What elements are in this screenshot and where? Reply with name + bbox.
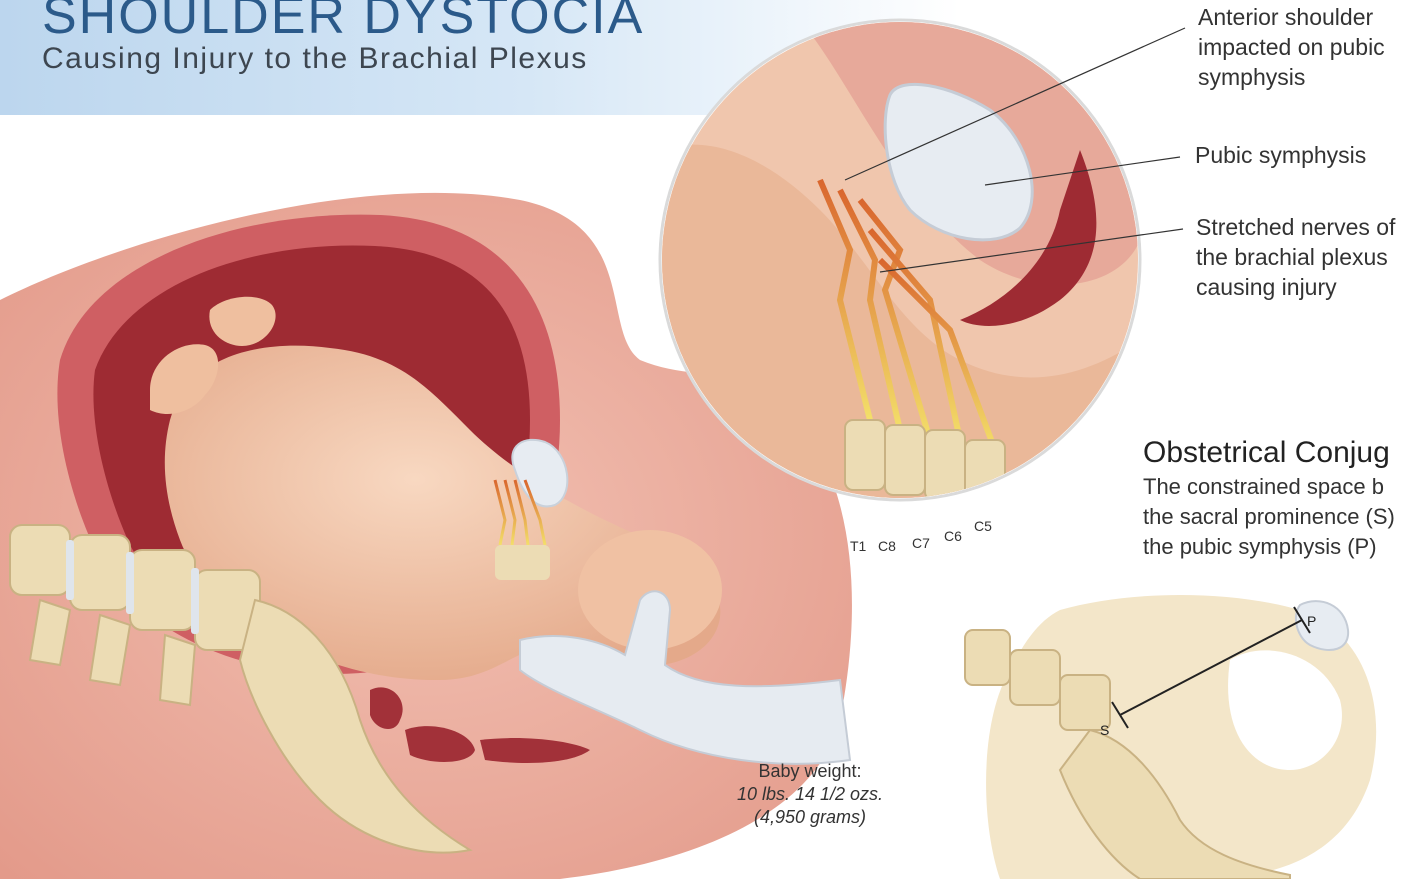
callout-line-2: impacted on pubic	[1198, 32, 1385, 62]
callout-stretched-nerves: Stretched nerves of the brachial plexus …	[1196, 212, 1395, 302]
callout-line-1: Pubic symphysis	[1195, 140, 1366, 170]
vertebra-label-c5: C5	[974, 518, 992, 534]
callout-line-3: symphysis	[1198, 62, 1385, 92]
callout-pubic-symphysis: Pubic symphysis	[1195, 140, 1366, 170]
callout-line-1: Anterior shoulder	[1198, 2, 1385, 32]
pelvis-diagram	[965, 595, 1376, 879]
vertebra-label-c8: C8	[878, 538, 896, 554]
point-s-label: S	[1100, 722, 1109, 738]
baby-weight-note: Baby weight: 10 lbs. 14 1/2 ozs. (4,950 …	[715, 760, 905, 829]
conjugate-description: The constrained space b the sacral promi…	[1143, 472, 1414, 562]
conjugate-title: Obstetrical Conjug	[1143, 436, 1390, 470]
vertebra-label-c6: C6	[944, 528, 962, 544]
point-p-label: P	[1307, 613, 1316, 629]
zoom-inset	[660, 20, 1140, 500]
baby-weight-label: Baby weight:	[715, 760, 905, 783]
callout-line-3: causing injury	[1196, 272, 1395, 302]
callout-line-2: the brachial plexus	[1196, 242, 1395, 272]
conjugate-line-2: the sacral prominence (S)	[1143, 502, 1414, 532]
small-vertebrae	[495, 545, 550, 580]
vertebra-label-c7: C7	[912, 535, 930, 551]
baby-weight-grams: (4,950 grams)	[715, 806, 905, 829]
conjugate-line-1: The constrained space b	[1143, 472, 1414, 502]
baby-weight-lbs: 10 lbs. 14 1/2 ozs.	[715, 783, 905, 806]
callout-anterior-shoulder: Anterior shoulder impacted on pubic symp…	[1198, 2, 1385, 92]
callout-line-1: Stretched nerves of	[1196, 212, 1395, 242]
conjugate-line-3: the pubic symphysis (P)	[1143, 532, 1414, 562]
vertebra-label-t1: T1	[850, 538, 866, 554]
